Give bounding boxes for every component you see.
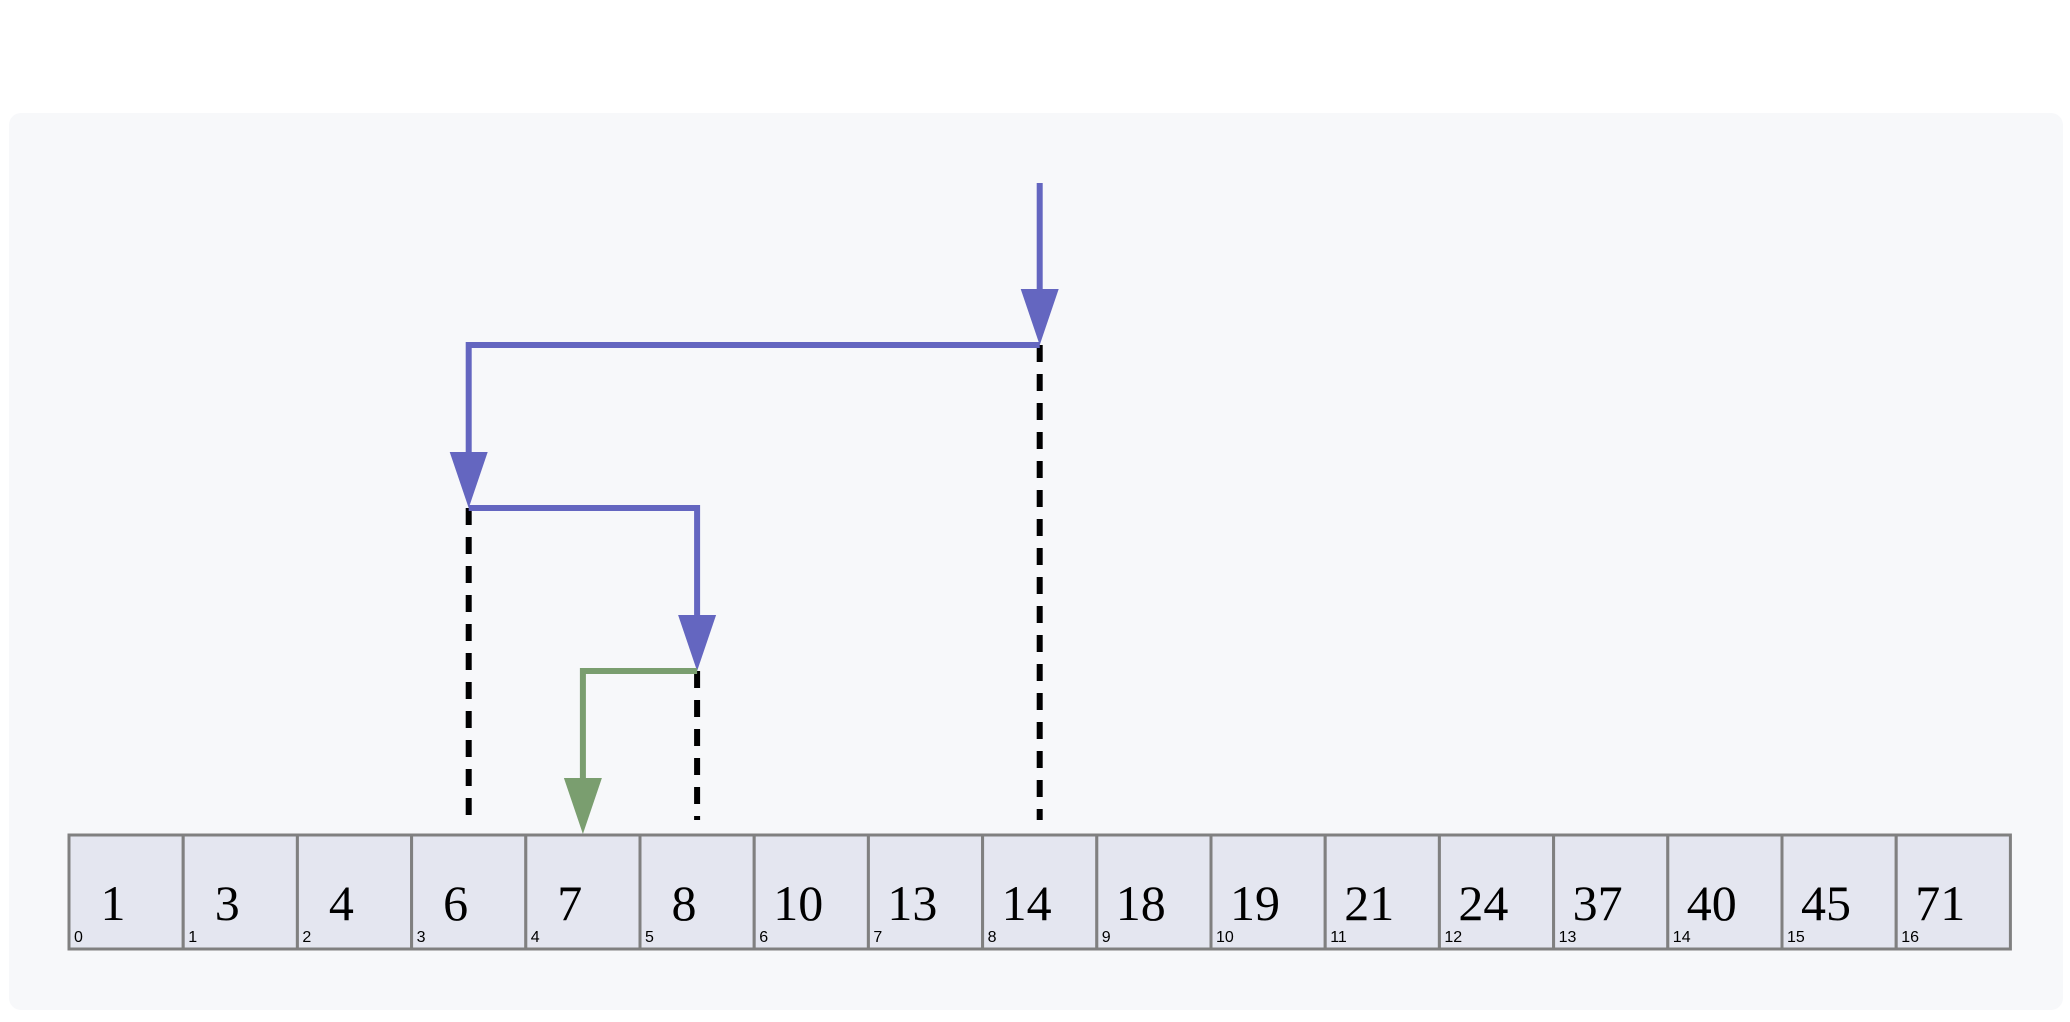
array-cell-box xyxy=(524,833,642,951)
array-cell-box xyxy=(1552,833,1670,951)
array-cell-value: 8 xyxy=(672,875,697,931)
array-cell-index: 14 xyxy=(1673,929,1691,946)
array-cell: 10 xyxy=(67,833,185,951)
array-cell-value: 7 xyxy=(557,875,582,931)
sorted-array: 1031426374851061371481891910211124123713… xyxy=(67,833,2012,951)
array-cell-box xyxy=(181,833,299,951)
array-cell-box xyxy=(638,833,756,951)
array-cell-value: 13 xyxy=(887,875,937,931)
array-cell-value: 1 xyxy=(101,875,126,931)
array-cell: 31 xyxy=(181,833,299,951)
arrow-head xyxy=(678,615,717,671)
array-cell-index: 15 xyxy=(1787,929,1805,946)
array-cell-index: 5 xyxy=(645,929,654,946)
array-cell: 14 8 xyxy=(981,833,1099,951)
array-cell-box xyxy=(410,833,528,951)
array-cell-index: 9 xyxy=(1102,929,1111,946)
array-cell-value: 24 xyxy=(1458,875,1508,931)
array-cell-value: 10 xyxy=(773,875,823,931)
array-cell-value: 40 xyxy=(1687,875,1737,931)
arrow-head xyxy=(563,778,602,834)
search-path-links xyxy=(449,183,1059,834)
array-cell: 10 6 xyxy=(752,833,870,951)
array-cell: 13 7 xyxy=(866,833,985,951)
array-cell-box xyxy=(295,833,414,951)
probe-arrow xyxy=(1020,183,1059,345)
array-cell-index: 11 xyxy=(1330,929,1347,946)
result-arrow xyxy=(563,668,698,834)
array-cell-index: 2 xyxy=(302,929,311,946)
array-cell-index: 13 xyxy=(1559,929,1577,946)
arrow-head xyxy=(1020,289,1059,345)
array-cell: 74 xyxy=(524,833,642,951)
array-cell: 18 9 xyxy=(1095,833,1213,951)
array-cell-index: 12 xyxy=(1444,929,1462,946)
array-cell-box xyxy=(1894,833,2012,951)
array-cell-value: 19 xyxy=(1230,875,1280,931)
array-cell-box xyxy=(1666,833,1784,951)
array-cell-index: 4 xyxy=(531,929,540,946)
array-cell-value: 37 xyxy=(1573,875,1623,931)
probe-arrow xyxy=(468,505,717,671)
array-cell-index: 10 xyxy=(1216,929,1234,946)
array-cell-value: 3 xyxy=(215,875,240,931)
array-cell-box xyxy=(1780,833,1898,951)
array-cell-value: 18 xyxy=(1116,875,1166,931)
array-cell-value: 14 xyxy=(1002,875,1052,931)
probe-arrow xyxy=(449,342,1040,508)
array-cell-index: 8 xyxy=(988,929,997,946)
array-cell-value: 45 xyxy=(1801,875,1851,931)
array-cell-box xyxy=(866,833,985,951)
array-cell: 63 xyxy=(410,833,528,951)
arrow-path xyxy=(465,342,1040,458)
array-cell-value: 71 xyxy=(1915,875,1965,931)
array-cell-box xyxy=(67,833,185,951)
arrow-head xyxy=(449,452,488,508)
array-cell-value: 6 xyxy=(443,875,468,931)
array-cell-value: 21 xyxy=(1344,875,1394,931)
array-cell-index: 0 xyxy=(74,929,83,946)
array-cell-index: 16 xyxy=(1901,929,1919,946)
array-cell-index: 6 xyxy=(759,929,768,946)
array-cell: 42 xyxy=(295,833,414,951)
array-cell: 85 xyxy=(638,833,756,951)
arrow-path xyxy=(579,668,698,784)
array-cell-box xyxy=(752,833,870,951)
array-cell-index: 3 xyxy=(417,929,426,946)
array-cell-value: 4 xyxy=(329,875,354,931)
arrow-path xyxy=(468,505,701,621)
array-cell-index: 7 xyxy=(873,929,882,946)
array-cell-index: 1 xyxy=(188,929,197,946)
